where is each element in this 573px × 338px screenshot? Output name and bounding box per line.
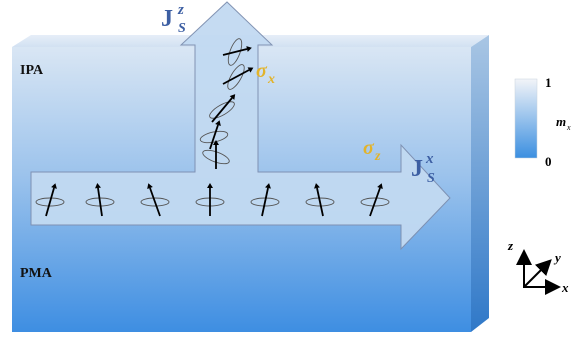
pma-spin-icon <box>35 183 65 217</box>
y-axis-icon <box>523 259 552 288</box>
spin-current-arrow <box>30 1 451 251</box>
pma-label: PMA <box>20 266 53 281</box>
colorbar-quantity-sub: x <box>566 123 571 132</box>
horizontal-current-sup: x <box>425 151 434 167</box>
horizontal-current-base: J <box>411 156 423 182</box>
x-axis-label: x <box>561 280 569 295</box>
colorbar-gradient <box>514 78 538 159</box>
slab-side-face <box>471 35 489 332</box>
horizontal-current-sub: S <box>427 171 435 186</box>
sigma-z-symbol: σ <box>363 137 375 159</box>
pma-spin-icon <box>305 183 335 217</box>
z-axis-label: z <box>507 238 514 253</box>
pma-spin-icon <box>195 183 225 216</box>
y-axis-label: y <box>553 250 561 265</box>
sigma-x-label: σ x <box>256 60 275 87</box>
colorbar-min-label: 0 <box>545 154 552 169</box>
vertical-current-label: J z S <box>161 2 186 36</box>
ipa-spin-icon <box>209 94 236 123</box>
sigma-z-sub: z <box>374 149 381 164</box>
ipa-spin-icon <box>222 64 254 90</box>
ipa-spin-icon <box>222 38 252 66</box>
colorbar: 1 0 m x <box>514 75 571 169</box>
ipa-spin-icon <box>202 140 230 169</box>
ipa-label: IPA <box>20 63 44 78</box>
sigma-z-label: σ z <box>363 137 381 164</box>
sigma-x-sub: x <box>267 72 275 87</box>
vertical-current-sub: S <box>178 21 186 36</box>
horizontal-current-label: J x S <box>411 151 435 186</box>
sigma-x-symbol: σ <box>256 60 268 82</box>
ipa-spin-column <box>199 38 254 169</box>
pma-spin-icon <box>250 183 280 217</box>
colorbar-max-label: 1 <box>545 75 552 90</box>
coordinate-axes <box>516 249 561 295</box>
vertical-current-sup: z <box>177 2 184 18</box>
pma-spin-icon <box>85 183 115 217</box>
pma-spin-icon <box>140 183 170 217</box>
pma-spin-row <box>35 183 390 217</box>
pma-spin-icon <box>360 183 390 217</box>
vertical-current-base: J <box>161 6 173 32</box>
colorbar-quantity-label: m <box>556 114 566 129</box>
